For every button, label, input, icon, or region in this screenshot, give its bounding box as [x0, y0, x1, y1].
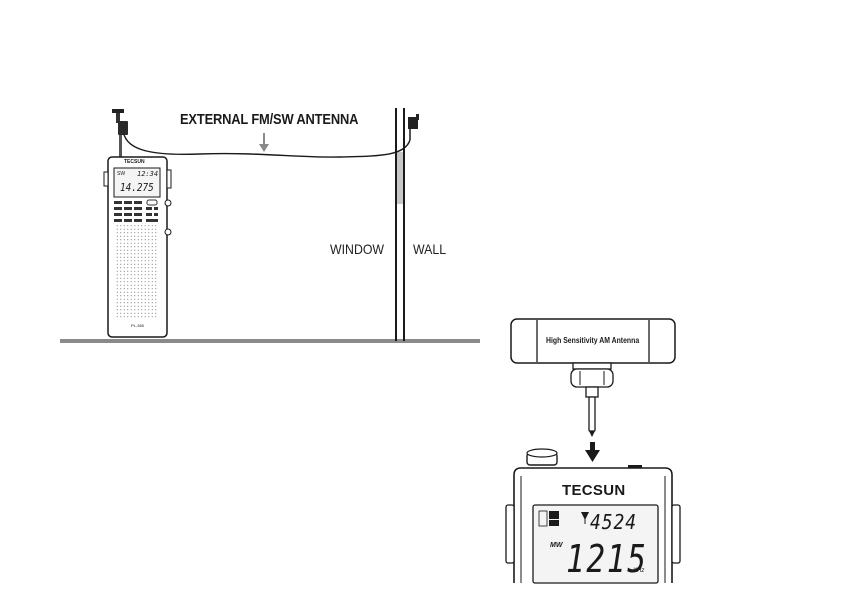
radio-2-band: MW: [550, 542, 563, 549]
am-antenna-label: High Sensitivity AM Antenna: [546, 336, 640, 345]
antenna-wire: [122, 127, 411, 158]
window-post: [395, 108, 397, 341]
radio-2: [505, 448, 681, 584]
radio-2-display-main: 1215: [566, 537, 648, 581]
radio-1-brand: TECSUN: [124, 159, 145, 165]
radio-1-speaker-grille: [116, 225, 158, 319]
radio-1-keypad: [114, 199, 158, 222]
radio-telescopic-antenna: [112, 109, 128, 159]
window-label: WINDOW: [330, 241, 385, 257]
radio-1: [103, 156, 172, 338]
radio-2-lcd: [532, 504, 659, 584]
am-antenna: [510, 318, 676, 437]
external-antenna-label: EXTERNAL FM/SW ANTENNA: [180, 111, 359, 128]
radio-1-model: PL-365: [131, 323, 144, 328]
wire-pointer-arrow: [259, 133, 269, 152]
radio-1-lcd: [113, 167, 161, 198]
radio-2-brand: TECSUN: [562, 482, 626, 499]
radio-1-time: 12:34: [137, 170, 159, 178]
radio-1-band: SW: [117, 171, 126, 177]
ground-line: [60, 339, 480, 343]
wall-post: [403, 108, 405, 341]
signal-icon: [581, 512, 589, 524]
window-pane: [396, 152, 404, 204]
radio-2-unit: KHz: [633, 568, 645, 574]
insert-arrow: [585, 442, 600, 462]
wall-label: WALL: [413, 241, 447, 257]
antenna-clip: [408, 114, 419, 140]
radio-1-frequency: 14.275: [120, 181, 154, 194]
radio-2-display-top: 4524: [590, 510, 637, 534]
